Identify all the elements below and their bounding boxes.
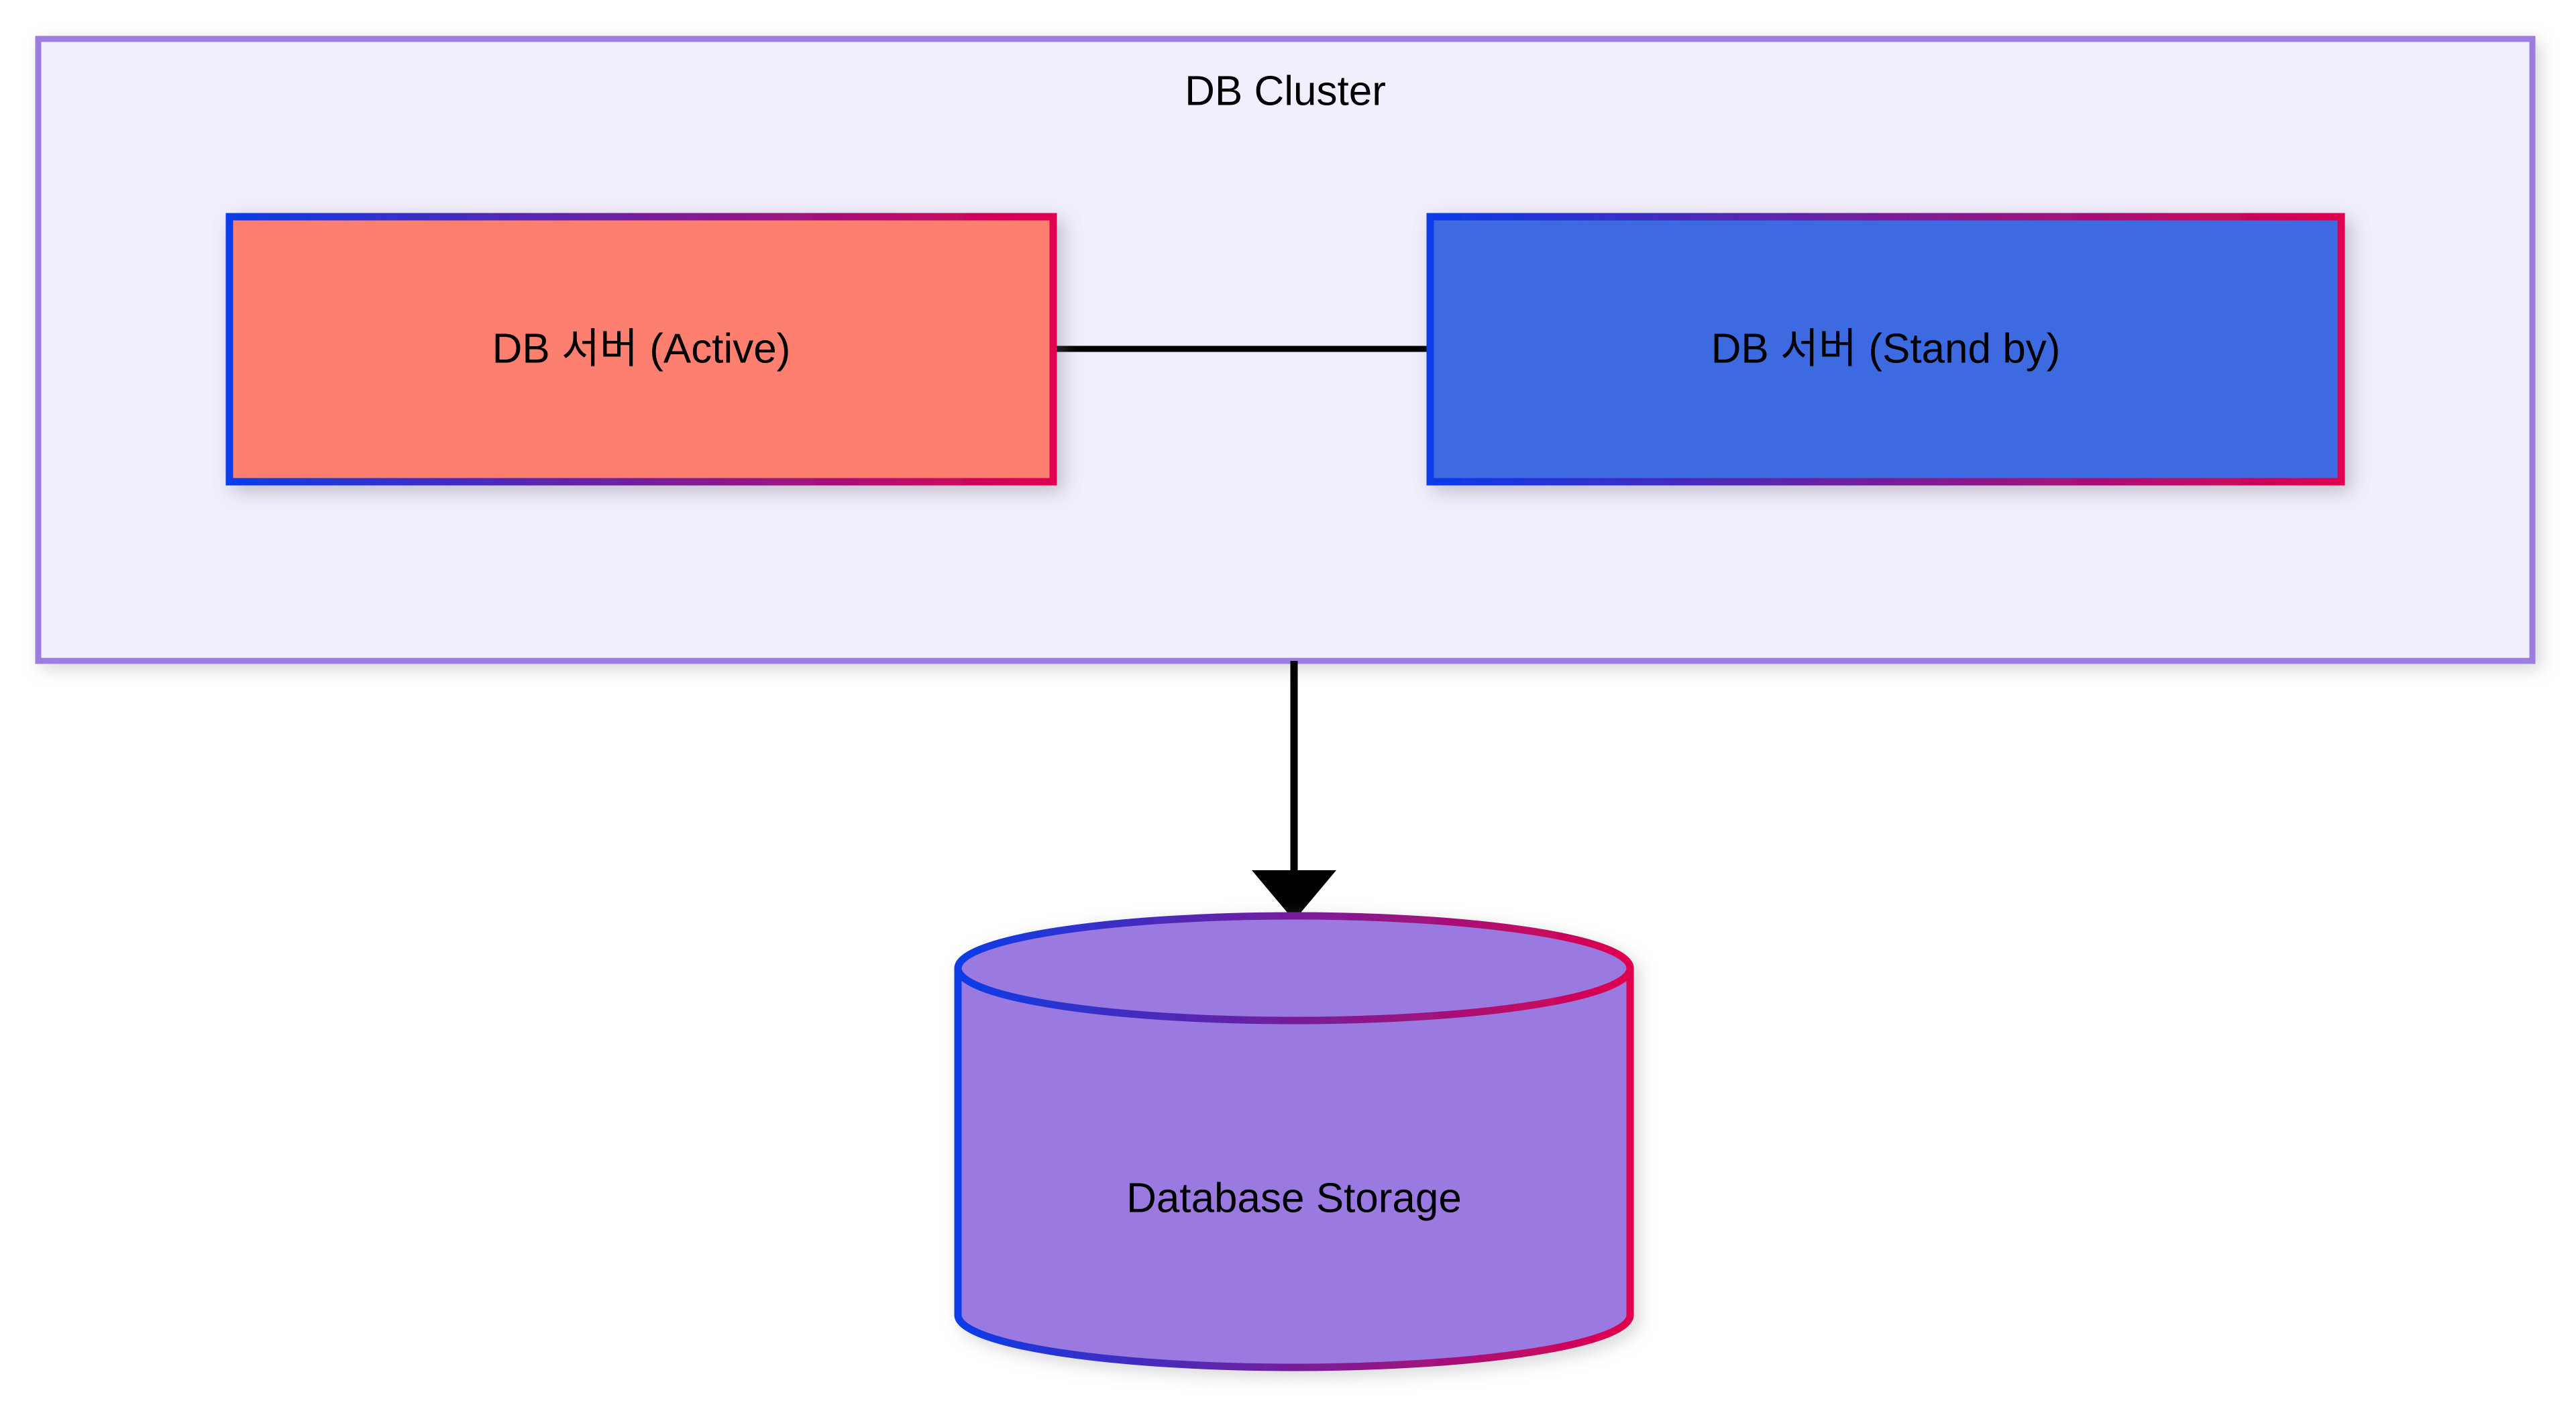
node-database-storage[interactable]: Database Storage — [954, 912, 1634, 1371]
database-storage-label: Database Storage — [1126, 1175, 1462, 1221]
cylinder-body[interactable] — [954, 912, 1634, 1371]
node-db-server-standby[interactable]: DB 서버 (Stand by) — [1426, 213, 2345, 486]
arrow-head-icon — [1252, 870, 1336, 921]
cylinder-top-ellipse — [954, 968, 1634, 1025]
edge-cluster-to-storage — [1252, 661, 1336, 921]
cluster-title: DB Cluster — [1185, 68, 1386, 114]
db-standby-label: DB 서버 (Stand by) — [1711, 325, 2061, 372]
db-active-label: DB 서버 (Active) — [492, 325, 791, 372]
node-db-server-active[interactable]: DB 서버 (Active) — [225, 213, 1057, 486]
db-active-box[interactable] — [225, 213, 1057, 486]
db-standby-box[interactable] — [1426, 213, 2345, 486]
